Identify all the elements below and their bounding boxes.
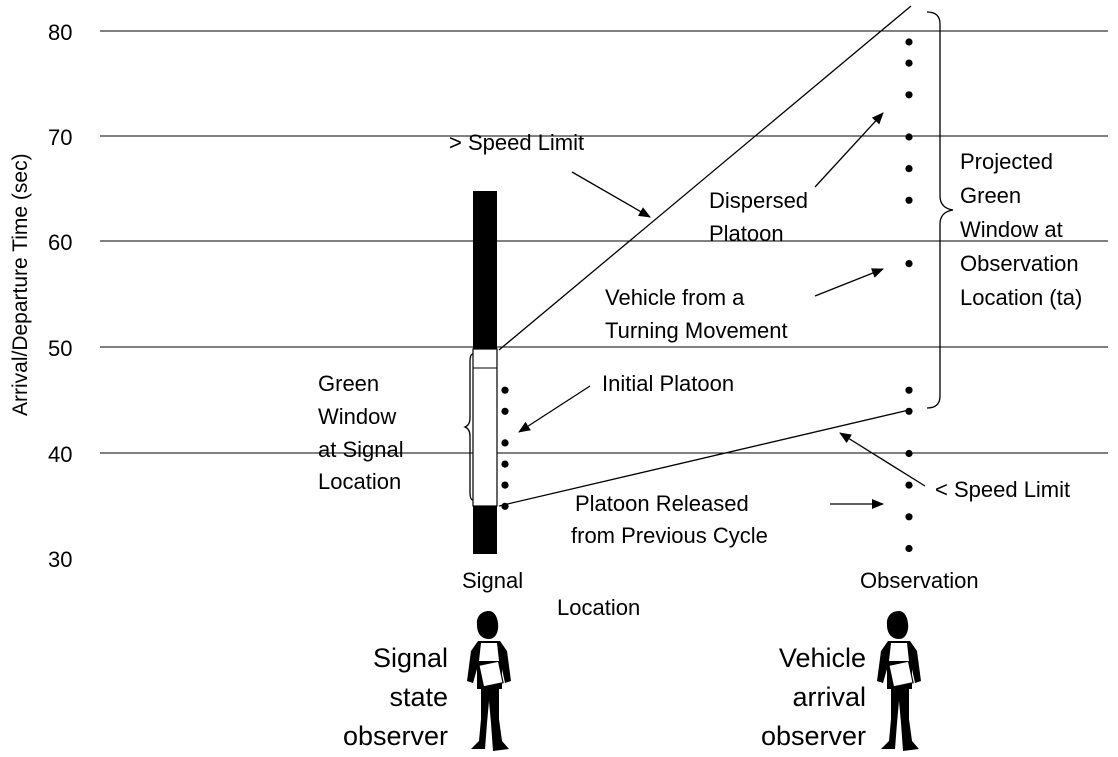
observation-arrival-dot: [905, 407, 913, 415]
observation-arrival-dot: [905, 133, 913, 141]
signal-arrival-dot: [501, 439, 509, 447]
y-tick-40: 40: [48, 442, 72, 467]
arrow-dispersed-platoon: [814, 112, 884, 188]
observation-arrival-dot: [905, 513, 913, 521]
signal-red-lower: [473, 506, 497, 554]
observation-arrival-dot: [905, 386, 913, 394]
label-projected-line1: Projected: [960, 149, 1053, 174]
arrow-initial-platoon: [518, 385, 591, 433]
label-projected-line5: Location (ta): [960, 285, 1082, 310]
y-tick-30: 30: [48, 547, 72, 572]
signal-arrival-dot: [501, 407, 509, 415]
label-dispersed-platoon-line2: Platoon: [709, 221, 784, 246]
observation-arrival-dot: [905, 449, 913, 458]
vehicle-observer-line3: observer: [761, 721, 866, 751]
y-axis-label: Arrival/Departure Time (sec): [9, 153, 32, 416]
signal-arrival-dot: [501, 481, 509, 489]
y-tick-50: 50: [48, 336, 72, 361]
y-tick-70: 70: [48, 125, 72, 150]
observation-arrival-dot: [905, 38, 913, 46]
clipboard-icon: [888, 660, 914, 688]
signal-red-upper: [473, 191, 497, 349]
arrow-speed-limit-low: [839, 432, 926, 487]
y-tick-labels: 80 70 60 50 40 30: [48, 20, 72, 572]
label-green-window-line4: Location: [318, 469, 401, 494]
label-vehicle-turning-line1: Vehicle from a: [605, 285, 745, 310]
label-location: Location: [557, 595, 640, 620]
label-platoon-released-line2: from Previous Cycle: [571, 523, 768, 548]
vehicle-observer-caption: Vehicle arrival observer: [761, 643, 866, 751]
clipboard-icon: [478, 660, 504, 688]
signal-state-bar: [472, 191, 498, 554]
observation-arrival-dot: [905, 91, 913, 99]
signal-observer-line1: Signal: [373, 643, 448, 673]
trajectory-fast: [498, 5, 912, 351]
label-vehicle-turning-line2: Turning Movement: [605, 318, 788, 343]
y-tick-60: 60: [48, 230, 72, 255]
brace-green-window-signal: [463, 353, 474, 501]
label-green-window-line2: Window: [318, 404, 396, 429]
signal-green-interval: [472, 348, 498, 507]
signal-arrival-dot: [501, 460, 509, 468]
observation-arrival-dot: [905, 196, 913, 204]
observation-arrival-dot: [905, 260, 913, 268]
arrow-vehicle-turning: [814, 268, 884, 297]
label-green-window-line1: Green: [318, 371, 379, 396]
label-projected-line4: Observation: [960, 251, 1079, 276]
trajectory-lines: [498, 5, 912, 507]
label-signal: Signal: [462, 568, 523, 593]
shirt-highlight: [889, 643, 909, 661]
signal-observer-line2: state: [389, 682, 448, 712]
label-projected-line3: Window at: [960, 217, 1063, 242]
label-initial-platoon: Initial Platoon: [602, 371, 734, 396]
label-green-window-line3: at Signal: [318, 437, 404, 462]
observation-arrival-dot: [905, 544, 913, 553]
label-dispersed-platoon-line1: Dispersed: [709, 188, 808, 213]
signal-observer-caption: Signal state observer: [343, 643, 448, 751]
observation-arrival-dots: [905, 38, 913, 553]
y-tick-80: 80: [48, 20, 72, 45]
observation-arrival-dot: [905, 165, 913, 173]
signal-observer-figure: [467, 611, 511, 751]
signal-arrival-dots: [501, 386, 509, 510]
shirt-highlight: [479, 643, 499, 661]
label-speed-limit-low: < Speed Limit: [935, 477, 1070, 502]
label-observation: Observation: [860, 568, 979, 593]
callout-arrows: [518, 112, 926, 509]
vehicle-observer-line1: Vehicle: [779, 643, 866, 673]
trajectory-slow: [498, 409, 910, 507]
arrow-speed-limit-high: [571, 171, 651, 218]
brace-projected-green-window: [926, 11, 954, 409]
signal-observer-line3: observer: [343, 721, 448, 751]
label-platoon-released-line1: Platoon Released: [575, 491, 749, 516]
signal-arrival-dot: [501, 502, 509, 510]
observation-arrival-dot: [905, 481, 913, 489]
label-speed-limit-high: > Speed Limit: [449, 130, 584, 155]
observation-arrival-dot: [905, 59, 913, 67]
label-projected-line2: Green: [960, 183, 1021, 208]
annotations: > Speed Limit Dispersed Platoon Projecte…: [318, 130, 1082, 620]
vehicle-observer-line2: arrival: [792, 682, 866, 712]
signal-arrival-dot: [501, 386, 509, 394]
vehicle-observer-figure: [877, 611, 921, 751]
